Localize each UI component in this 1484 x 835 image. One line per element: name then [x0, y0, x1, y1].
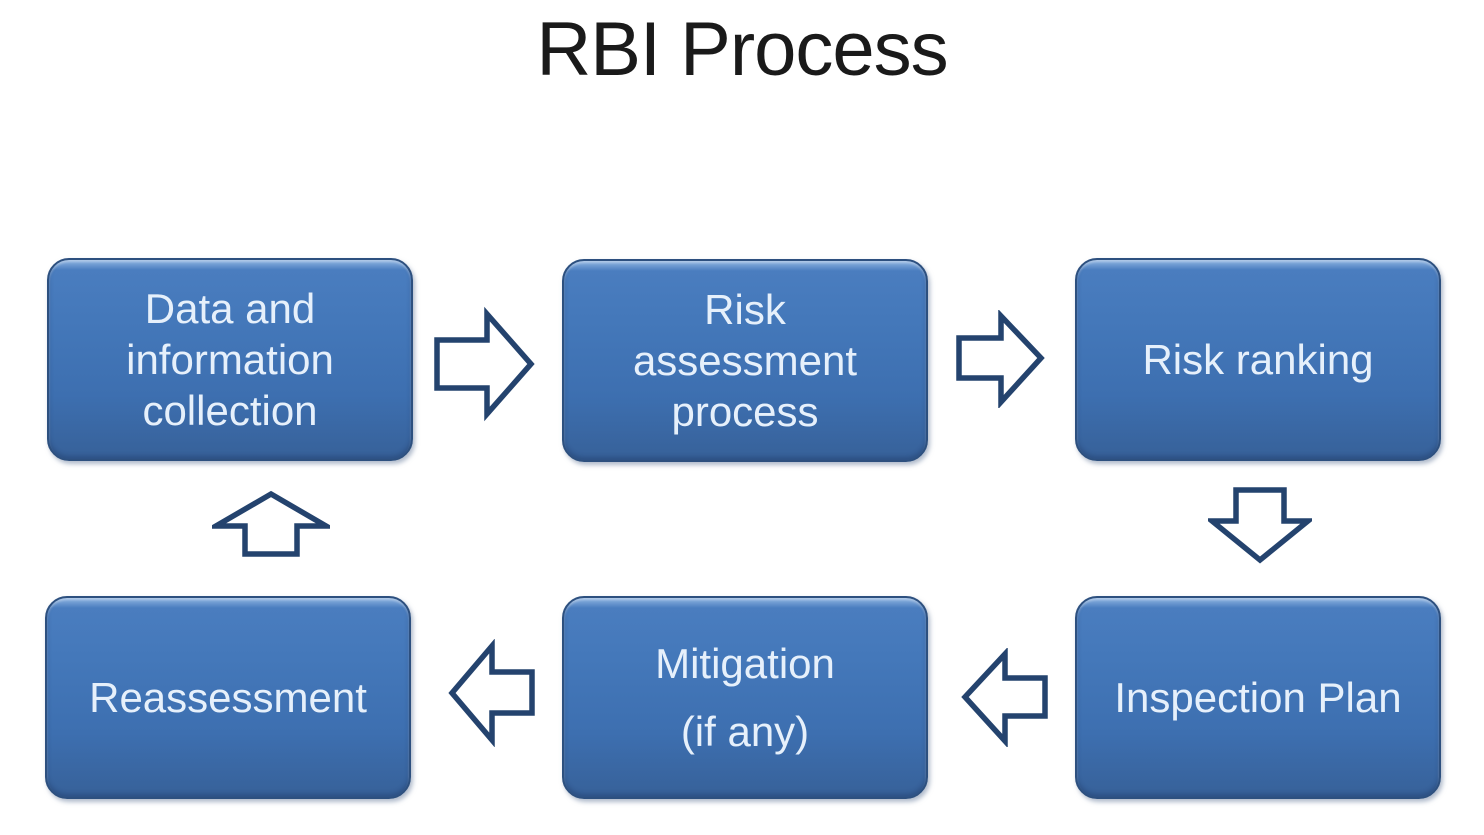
arrow-left-inspection-to-mitigation-icon: [961, 648, 1048, 747]
arrow-left-mitigation-to-reassessment-icon: [448, 639, 535, 747]
arrow-right-assessment-to-ranking-icon: [956, 310, 1045, 408]
flow-box-label: Risk assessment process: [632, 285, 858, 436]
flow-box-label: Inspection Plan: [1114, 673, 1402, 721]
flow-box-label: Data and information collection: [126, 284, 334, 435]
arrow-right-data-to-assessment-icon: [434, 306, 535, 422]
flow-box-label: Risk ranking: [1142, 335, 1374, 383]
page-title: RBI Process: [536, 7, 948, 92]
flow-box-sublabel: (if any): [680, 707, 810, 755]
flow-box-reassessment: Reassessment: [45, 596, 411, 799]
flow-box-mitigation: Mitigation (if any): [562, 596, 928, 799]
flow-box-inspection-plan: Inspection Plan: [1075, 596, 1441, 799]
arrow-up-reassessment-to-data-icon: [212, 490, 330, 557]
flow-box-label: Reassessment: [89, 673, 367, 721]
flow-box-data-collection: Data and information collection: [47, 258, 413, 461]
flow-box-risk-ranking: Risk ranking: [1075, 258, 1441, 461]
arrow-down-ranking-to-inspection-icon: [1208, 487, 1312, 564]
flow-box-label: Mitigation: [655, 640, 835, 688]
flow-box-risk-assessment: Risk assessment process: [562, 259, 928, 462]
